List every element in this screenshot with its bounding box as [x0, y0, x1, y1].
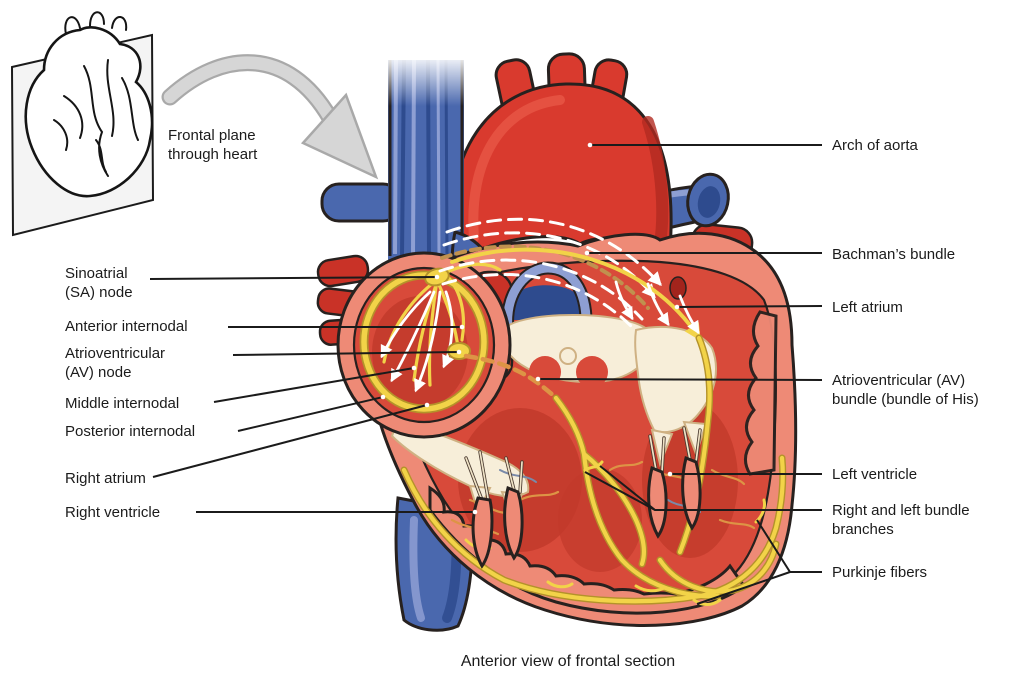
leader-purkinje-fibers-prong	[696, 571, 791, 605]
label-purkinje-fibers: Purkinje fibers	[832, 564, 928, 581]
label-atrioventricular-node: Atrioventricular (AV) node	[65, 345, 166, 382]
main-illustration	[316, 52, 798, 632]
right-atrium-arrows	[380, 290, 455, 393]
leader-sinoatrial-node	[149, 276, 438, 280]
label-right-ventricle: Right ventricle	[65, 504, 161, 521]
label-middle-internodal: Middle internodal	[65, 395, 180, 412]
right-atrium-shape	[336, 251, 512, 439]
label-anterior-internodal: Anterior internodal	[65, 318, 188, 335]
inset-diagram	[10, 11, 155, 237]
av-bundle-path	[463, 353, 559, 401]
label-bundle-branches: Right and left bundle branches	[832, 502, 970, 539]
left-atrium-arrows	[614, 280, 700, 335]
leader-left-atrium	[676, 305, 823, 308]
label-left-ventricle: Left ventricle	[832, 466, 918, 483]
inset-heart-line-art	[24, 11, 154, 198]
frontal-plane-arrow	[161, 54, 379, 180]
leader-posterior-internodal	[237, 396, 384, 432]
fibrous-skeleton-valves	[390, 313, 717, 521]
label-arch-of-aorta: Arch of aorta	[832, 137, 918, 154]
label-right-atrium: Right atrium	[65, 470, 146, 487]
leader-lines	[149, 142, 823, 605]
figure-caption: Anterior view of frontal section	[460, 653, 676, 670]
bundle-branches-paths	[401, 335, 785, 604]
label-bachmans-bundle: Bachman’s bundle	[832, 246, 956, 263]
label-posterior-internodal: Posterior internodal	[65, 423, 196, 440]
leader-right-atrium	[152, 404, 428, 478]
leader-av-bundle	[537, 378, 823, 381]
label-av-bundle: Atrioventricular (AV) bundle (bundle of …	[832, 372, 979, 409]
leader-middle-internodal	[213, 367, 415, 403]
label-left-atrium: Left atrium	[832, 299, 903, 316]
arch-of-aorta-shape	[448, 52, 673, 265]
label-frontal-plane: Frontal plane through heart	[168, 127, 258, 164]
leader-bundle-branches-prong	[599, 465, 656, 511]
label-sinoatrial-node: Sinoatrial (SA) node	[65, 265, 133, 302]
leader-pointer-dots	[380, 142, 680, 515]
interatrial-dashed-paths	[438, 217, 701, 341]
leader-atrioventricular-node	[232, 351, 460, 356]
purkinje-twigs	[464, 460, 766, 606]
